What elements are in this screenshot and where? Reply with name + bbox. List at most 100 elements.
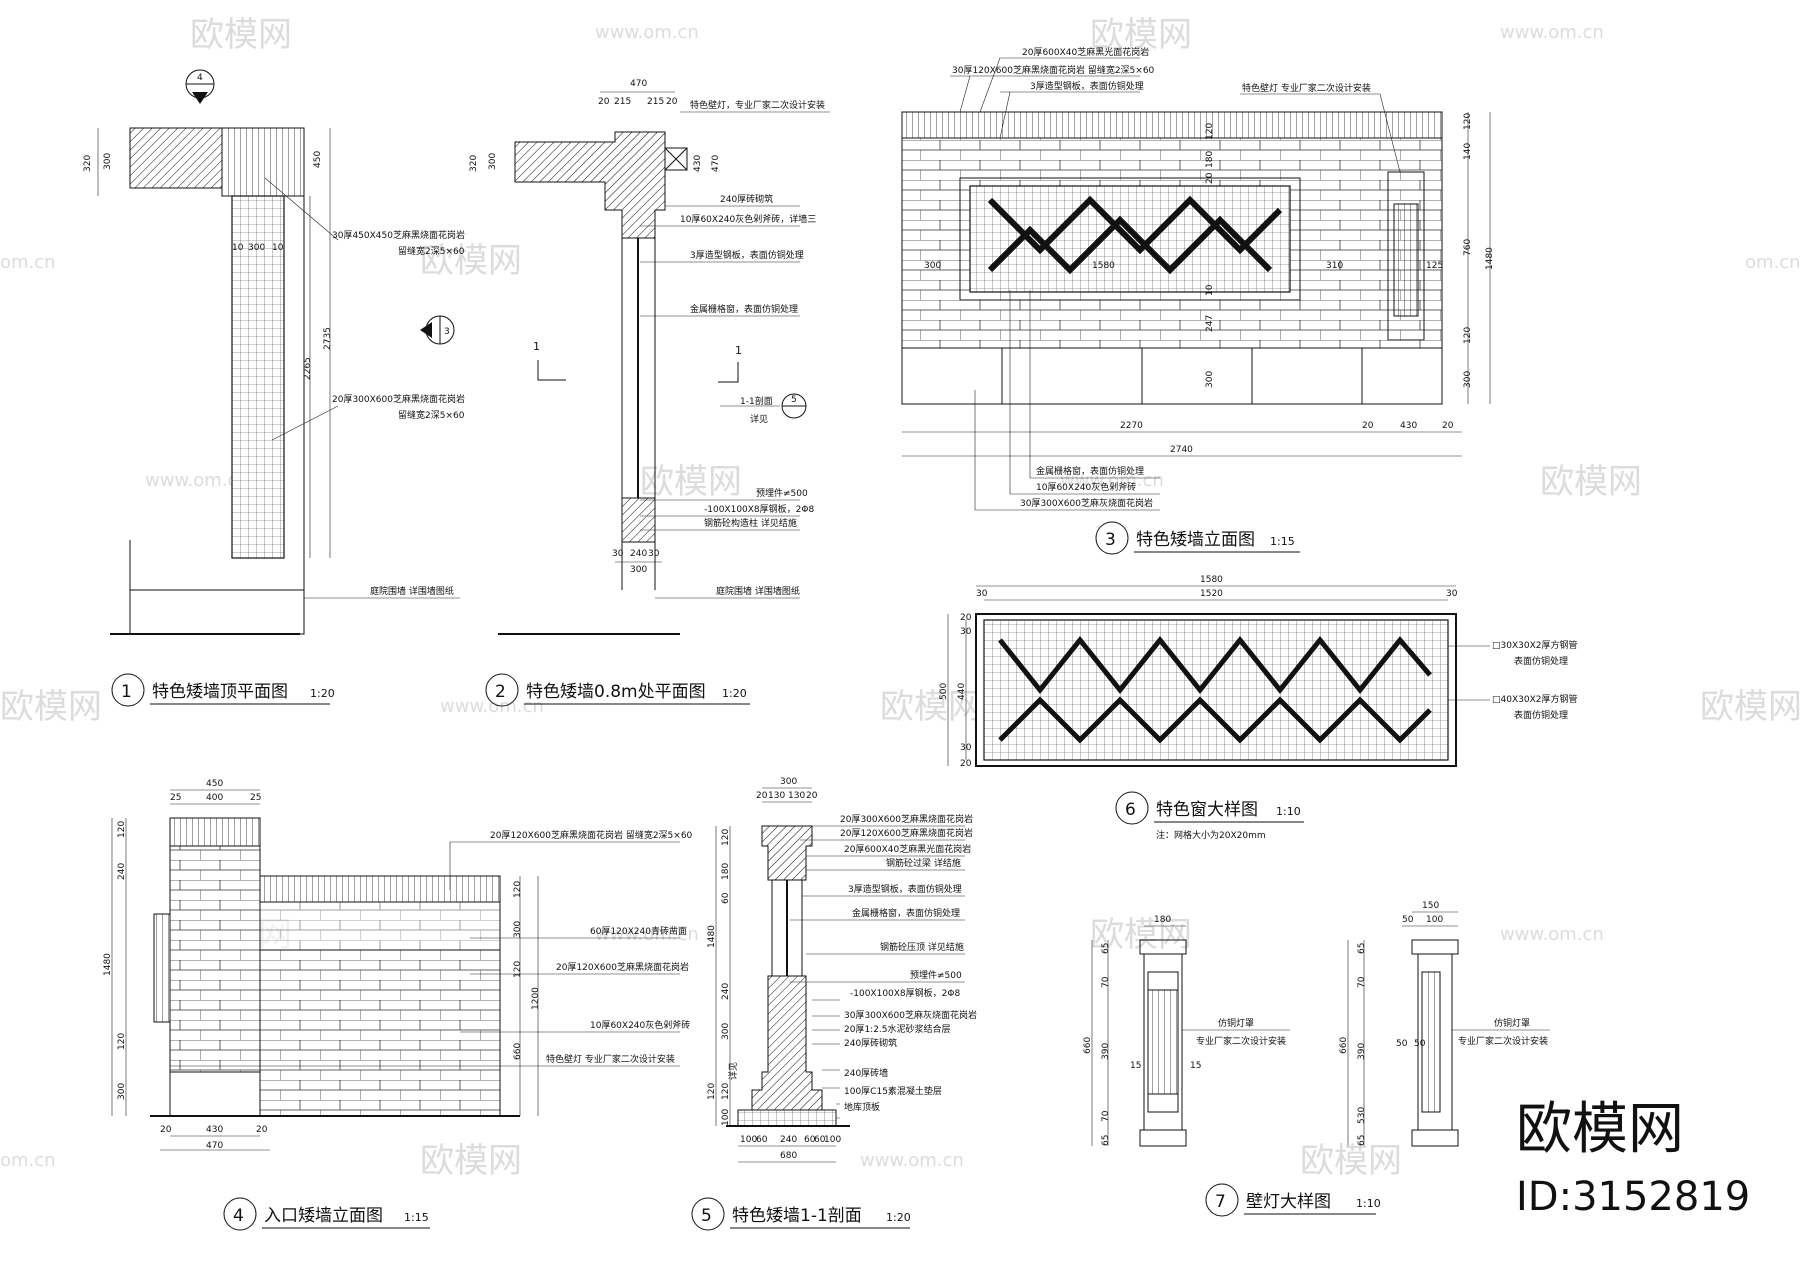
d2-note-1: 240厚砖砌筑 (720, 193, 773, 205)
d4-dim-16: 20 (256, 1125, 268, 1135)
d5-note-0: 20厚300X600芝麻黑烧面花岗岩 (840, 813, 973, 825)
d2-note-7: 钢筋砼构造柱 详见结施 (704, 517, 797, 529)
d3-leader-notes: 20厚600X40芝麻黑光面花岗岩 30厚120X600芝麻黑烧面花岗岩 留缝宽… (950, 46, 1401, 511)
d5-note-12: 240厚砖墙 (844, 1067, 888, 1079)
d7-dim-6: 65 (1101, 1135, 1111, 1146)
d5-coping (761, 825, 813, 881)
d7-dim-18: 65 (1357, 1135, 1367, 1146)
d4-pier-cap (169, 817, 261, 847)
d1-marker-top: 4 (197, 73, 203, 83)
d2-note-4: 金属栅格窗，表面仿铜处理 (690, 303, 798, 315)
d3-note-4: 金属栅格窗，表面仿铜处理 (1036, 465, 1144, 477)
d4-dim-6: 1480 (103, 953, 113, 976)
d3-dim-20: 300 (1205, 371, 1215, 388)
d3-title: 特色矮墙立面图 (1136, 530, 1255, 550)
drawing-1-top-plan: 4 320 300 450 2735 2265 10 300 10 30厚450… (83, 69, 465, 707)
d2-dim-6: 300 (488, 153, 498, 170)
d3-dim-0: 120 (1463, 113, 1473, 130)
drawing-2-plan-0-8m: 470 20 215 215 20 320 300 430 470 30 240… (469, 79, 830, 707)
d6-note-3: 表面仿铜处理 (1514, 709, 1568, 721)
d3-dim-17: 247 (1205, 315, 1215, 332)
d2-dim-12: 300 (630, 565, 647, 575)
d7-note-1: 专业厂家二次设计安装 (1196, 1035, 1286, 1047)
d3-coping (901, 111, 1443, 139)
d1-dim-0: 320 (83, 155, 93, 172)
d5-dim-12: 120 (721, 1083, 731, 1100)
drawing-6-window-detail: 1580 1520 30 30 20 20 30 500 440 30 □30X… (939, 575, 1577, 841)
d3-dim-5: 300 (1463, 371, 1473, 388)
d5-base (751, 975, 823, 1111)
d5-dim-18: 60 (814, 1135, 826, 1145)
d6-scale: 1:10 (1276, 805, 1301, 818)
d5-scale: 1:20 (886, 1211, 911, 1224)
d4-number: 4 (233, 1206, 244, 1226)
d7-dim-5: 70 (1101, 1110, 1111, 1122)
d7-dim-4: 390 (1101, 1043, 1111, 1060)
d4-note-4: 特色壁灯 专业厂家二次设计安装 (546, 1053, 675, 1065)
d1-coping-arm (129, 127, 223, 189)
d4-dim-3: 25 (250, 793, 261, 803)
d1-dim-7: 10 (272, 243, 284, 253)
d7-dim-1: 65 (1101, 943, 1111, 954)
d2-dim-2: 215 (614, 97, 631, 107)
d3-dim-16: 20 (1205, 172, 1215, 184)
d5-note-6: 钢筋砼压顶 详见结施 (880, 941, 964, 953)
d3-note-5: 10厚60X240灰色剁斧砖 (1036, 481, 1136, 493)
d5-number: 5 (701, 1206, 712, 1226)
d6-dim-5: 20 (960, 759, 972, 769)
d3-dim-8: 430 (1400, 421, 1417, 431)
watermark-brand: 欧模网 (1300, 1141, 1402, 1181)
drawing-4-entrance-elevation: 450 25 400 25 120 240 1480 120 300 120 3… (103, 779, 693, 1231)
d3-dim-1: 140 (1463, 143, 1473, 160)
d1-note-0: 30厚450X450芝麻黑烧面花岗岩 (332, 229, 465, 241)
d7-dim-0: 180 (1154, 915, 1171, 925)
d4-dim-5: 240 (117, 863, 127, 880)
watermark-brand: 欧模网 (420, 1141, 522, 1181)
d4-note-1: 60厚120X240青砖凿面 (590, 925, 687, 937)
d4-pier (169, 845, 261, 1073)
d1-dim-1: 300 (103, 153, 113, 170)
d6-remark: 注：网格大小为20X20mm (1156, 829, 1266, 841)
watermark-brand: 欧模网 (1700, 687, 1800, 727)
d5-dim-15: 60 (756, 1135, 768, 1145)
d2-note-8: 庭院围墙 详围墙图纸 (716, 585, 800, 597)
d1-dim-3: 2735 (323, 327, 333, 350)
d3-scale: 1:15 (1270, 535, 1295, 548)
d2-dim-8: 470 (711, 155, 721, 172)
d7-dim-15: 390 (1357, 1043, 1367, 1060)
d7-number: 7 (1215, 1192, 1226, 1212)
d7-note-3: 专业厂家二次设计安装 (1458, 1035, 1548, 1047)
d3-dim-9: 20 (1442, 421, 1454, 431)
d6-dim-0: 1580 (1200, 575, 1223, 585)
d7-dim-12: 65 (1357, 943, 1367, 954)
d3-note-6: 30厚300X600芝麻灰烧面花岗岩 (1020, 497, 1153, 509)
d3-note-2: 3厚造型钢板，表面仿铜处理 (1030, 80, 1144, 92)
d7-dim-8: 15 (1190, 1061, 1201, 1071)
d1-dim-5: 10 (232, 243, 244, 253)
watermark-site: www.om.cn (595, 22, 699, 43)
d7-dim-7: 15 (1130, 1061, 1141, 1071)
d6-note-1: 表面仿铜处理 (1514, 655, 1568, 667)
watermark-brand: 欧模网 (1540, 462, 1642, 502)
d5-note-11: 240厚砖砌筑 (844, 1037, 897, 1049)
watermark-site-short: om.cn (0, 1150, 56, 1171)
d1-wall-strip (231, 195, 285, 559)
watermark-brand: 欧模网 (190, 15, 292, 55)
drawing-7-lamp-detail: 180 65 70 660 390 70 65 15 15 150 50 100… (1083, 901, 1550, 1217)
d4-dim-8: 300 (117, 1083, 127, 1100)
watermark-site-short: om.cn (1745, 252, 1800, 273)
d5-note-8: -100X100X8厚钢板，2Φ8 (850, 987, 960, 999)
d2-dim-0: 470 (630, 79, 647, 89)
d5-dim-7: 60 (721, 892, 731, 904)
watermark-site: www.om.cn (145, 470, 249, 491)
d2-section-ref-2: 详见 (750, 413, 768, 425)
d5-dim-10: 300 (721, 1023, 731, 1040)
d2-dim-10: 240 (630, 549, 647, 559)
d3-dim-15: 180 (1205, 151, 1215, 168)
d4-dim-0: 450 (206, 779, 223, 789)
d3-note-3: 特色壁灯 专业厂家二次设计安装 (1242, 82, 1371, 94)
d2-wall-section (514, 131, 666, 239)
d7-dim-16: 50 (1396, 1039, 1408, 1049)
d5-dim-0: 300 (780, 777, 797, 787)
